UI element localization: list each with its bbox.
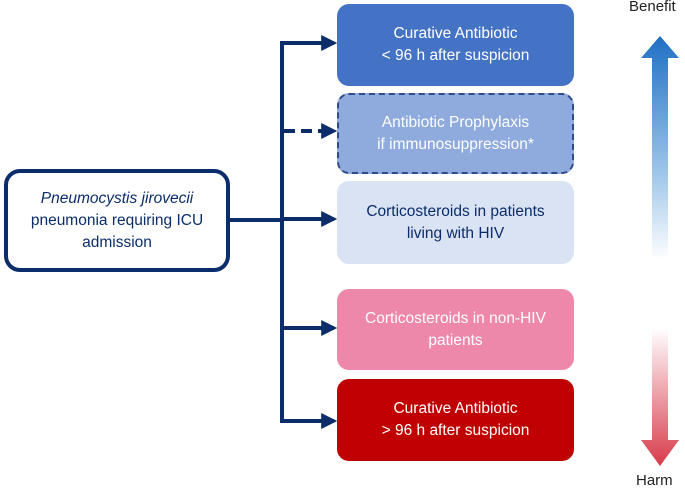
corticosteroids-non-hiv-box: Corticosteroids in non-HIV patients bbox=[337, 289, 574, 370]
curative-antibiotic-early-box: Curative Antibiotic < 96 h after suspici… bbox=[337, 4, 574, 86]
box-2-line-2: if immunosuppression* bbox=[377, 135, 534, 153]
box-5-line-2: > 96 h after suspicion bbox=[381, 422, 530, 439]
pjp-icu-admission-box: Pneumocystis jirovecii pneumonia requiri… bbox=[4, 169, 230, 272]
corticosteroids-hiv-box: Corticosteroids in patients living with … bbox=[337, 181, 574, 264]
box-3-line-2: living with HIV bbox=[406, 224, 505, 242]
box-4-line-2: patients bbox=[428, 331, 483, 349]
box-4-line-1: Corticosteroids in non-HIV bbox=[365, 309, 546, 327]
source-line-3: admission bbox=[82, 233, 152, 251]
box-1-line-1: Curative Antibiotic bbox=[393, 25, 518, 42]
curative-antibiotic-late-box: Curative Antibiotic > 96 h after suspici… bbox=[337, 379, 574, 461]
box-1-line-2: < 96 h after suspicion bbox=[381, 47, 530, 64]
benefit-label: Benefit bbox=[629, 0, 676, 15]
source-line-1: Pneumocystis jirovecii bbox=[40, 189, 194, 207]
box-2-line-1: Antibiotic Prophylaxis bbox=[381, 113, 530, 131]
source-line-2: pneumonia requiring ICU bbox=[30, 211, 204, 229]
box-3-line-1: Corticosteroids in patients bbox=[366, 202, 545, 220]
benefit-harm-scale-arrow bbox=[641, 36, 679, 466]
box-5-line-1: Curative Antibiotic bbox=[393, 400, 518, 417]
antibiotic-prophylaxis-box: Antibiotic Prophylaxis if immunosuppress… bbox=[337, 93, 574, 174]
harm-label: Harm bbox=[636, 472, 673, 488]
